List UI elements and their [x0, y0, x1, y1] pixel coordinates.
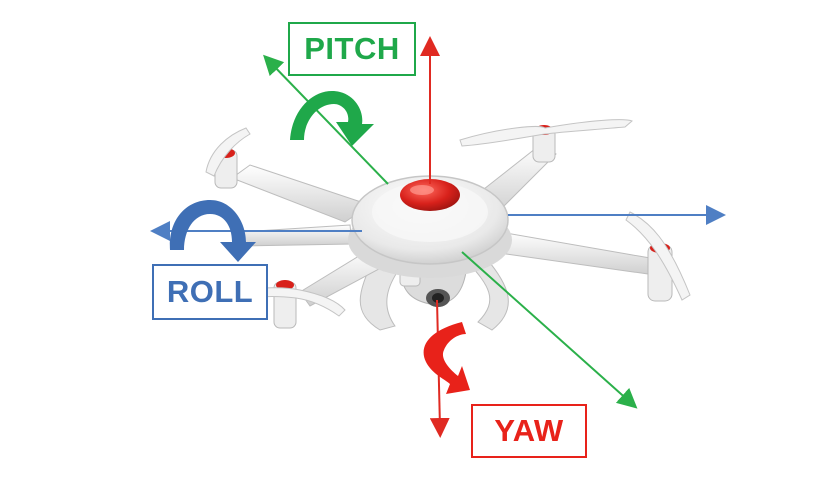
- pitch-rotation-icon: [290, 91, 374, 146]
- yaw-label: YAW: [494, 413, 564, 448]
- pitch-label: PITCH: [304, 31, 400, 66]
- roll-label: ROLL: [166, 274, 254, 309]
- roll-axis: [150, 205, 726, 241]
- drone-hub: [348, 175, 512, 278]
- motor-back-left: [205, 127, 251, 189]
- motor-right: [625, 211, 691, 302]
- yaw-rotation-icon: [423, 322, 470, 394]
- pitch-label-box: PITCH: [288, 22, 416, 76]
- yaw-label-box: YAW: [471, 404, 587, 458]
- motor-left: [247, 280, 346, 329]
- roll-rotation-icon: [169, 200, 256, 262]
- roll-label-box: ROLL: [152, 264, 268, 320]
- motor-back-right: [459, 119, 633, 163]
- pitch-axis: [263, 54, 638, 409]
- drone-illustration: [205, 119, 691, 331]
